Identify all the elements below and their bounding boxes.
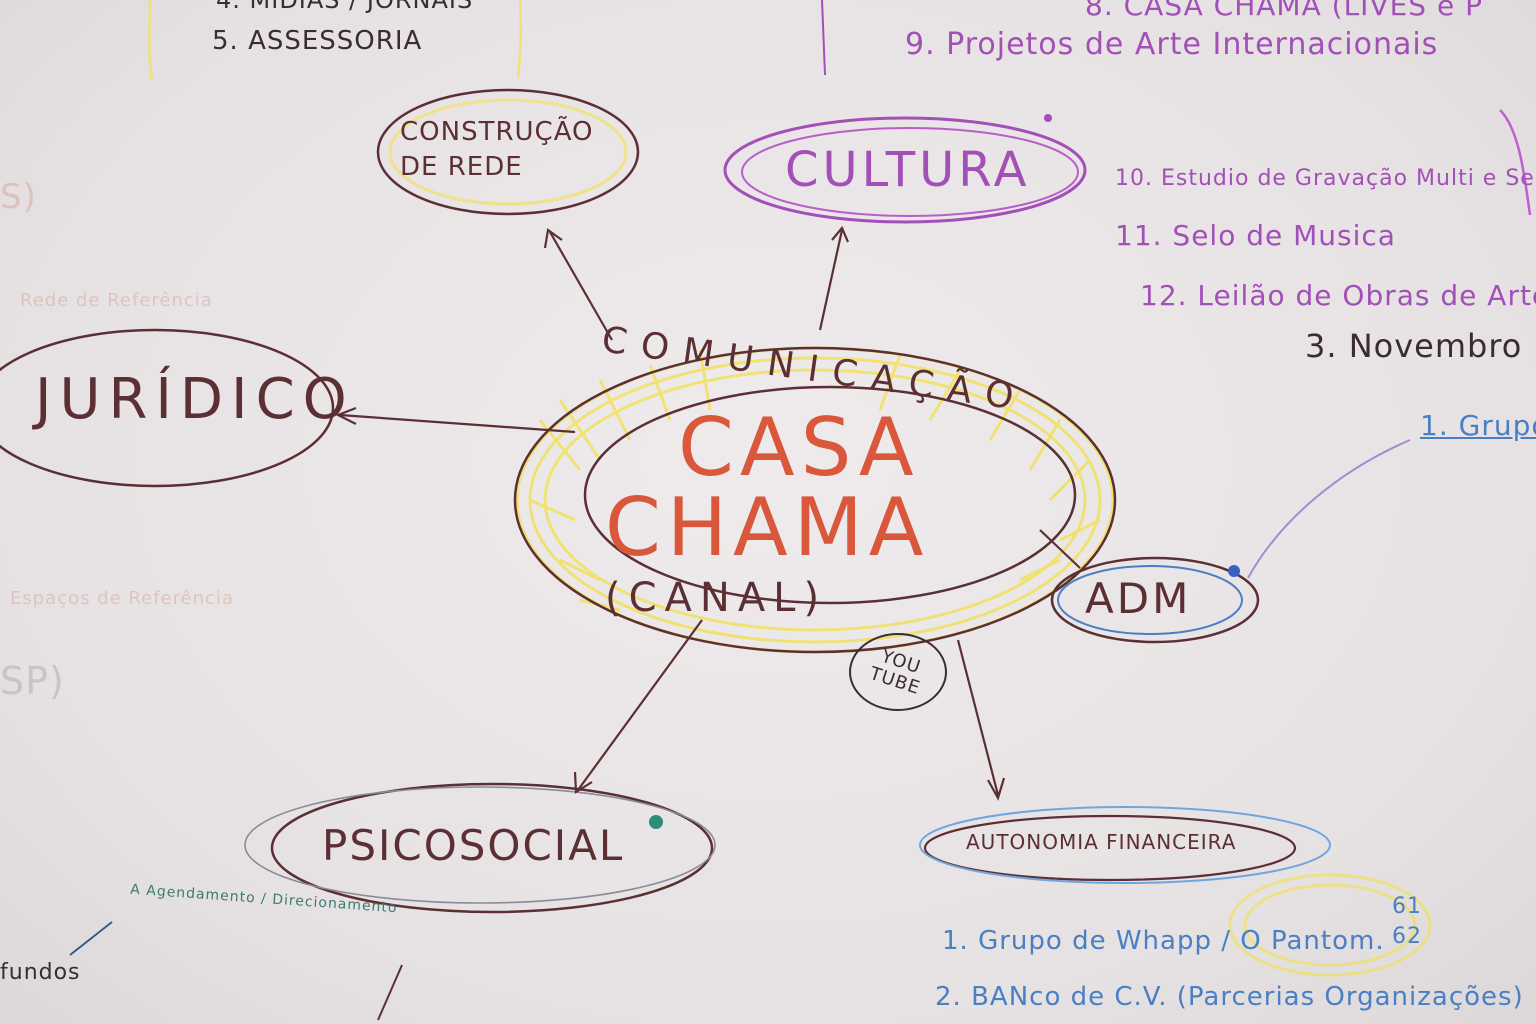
node-construcao-de-rede: CONSTRUÇÃO DE REDE [400,117,594,183]
faint-note-2: Espaços de Referência [10,588,235,609]
center-title-line2: CHAMA [605,481,930,574]
adm-ellipse-blue [1057,565,1243,635]
autonomia-number-61: 61 [1392,894,1422,919]
faint-note-3: SP) [0,659,65,703]
adm-branch-line [1247,439,1411,579]
node-juridico: JURÍDICO [35,367,355,432]
node-psicosocial: PSICOSOCIAL [322,821,625,870]
bottom-left-stroke [377,964,403,1021]
purple-dot [1044,114,1052,122]
right-list-item-9: 9. Projetos de Arte Internacionais [905,27,1439,62]
node-cultura: CULTURA [785,142,1031,198]
top-left-note-1: 4. MIDIAS / JORNAIS [216,0,474,14]
psicosocial-pointer [69,921,113,956]
center-subtitle: (CANAL) [605,575,828,621]
center-title-line1: CASA [678,401,920,494]
autonomia-number-62: 62 [1392,924,1422,949]
adm-branch-label: 1. Grupo [1420,409,1536,442]
right-note-novembro: 3. Novembro [1305,327,1523,365]
node-adm: ADM [1085,574,1192,623]
construcao-ellipse [376,88,640,216]
right-list-item-12: 12. Leilão de Obras de Arte [1140,279,1536,312]
right-list-item-11: 11. Selo de Musica [1115,219,1396,252]
construcao-yellow [388,98,628,206]
psicosocial-ellipse [270,782,714,914]
top-left-note-2: 5. ASSESSORIA [212,26,423,56]
autonomia-ellipse [923,814,1297,882]
node-autonomia-financeira: AUTONOMIA FINANCEIRA [966,830,1237,854]
youtube-ellipse [849,633,947,711]
autonomia-ellipse-blue [919,806,1331,884]
cultura-ellipse-2 [741,127,1079,217]
adm-ellipse [1050,556,1260,644]
center-inner-ellipse [583,385,1077,605]
right-list-item-10: 10. Estudio de Gravação Multi e Selo de … [1115,166,1536,191]
right-list-item-8: 8. CASA CHAMA (LIVES e P [1085,0,1483,22]
yellow-scribble-autonomia [1228,873,1432,977]
top-divider [821,0,826,76]
blue-dot [1228,565,1240,577]
autonomia-item-2: 2. BANco de C.V. (Parcerias Organizações… [935,982,1524,1012]
autonomia-item-1: 1. Grupo de Whapp / O Pantom. [942,926,1385,956]
bottom-left-note: fundos [0,960,81,985]
green-dot [649,815,663,829]
right-bracket [1499,109,1532,216]
juridico-ellipse [0,328,335,488]
center-outer-ellipse [513,346,1117,654]
psicosocial-ellipse-gray [244,786,716,904]
arrows [335,225,1081,801]
faint-note-4: S) [0,177,37,217]
cultura-ellipse [723,116,1087,224]
top-left-bracket [148,0,523,81]
faint-note-1: Rede de Referência [20,290,213,311]
